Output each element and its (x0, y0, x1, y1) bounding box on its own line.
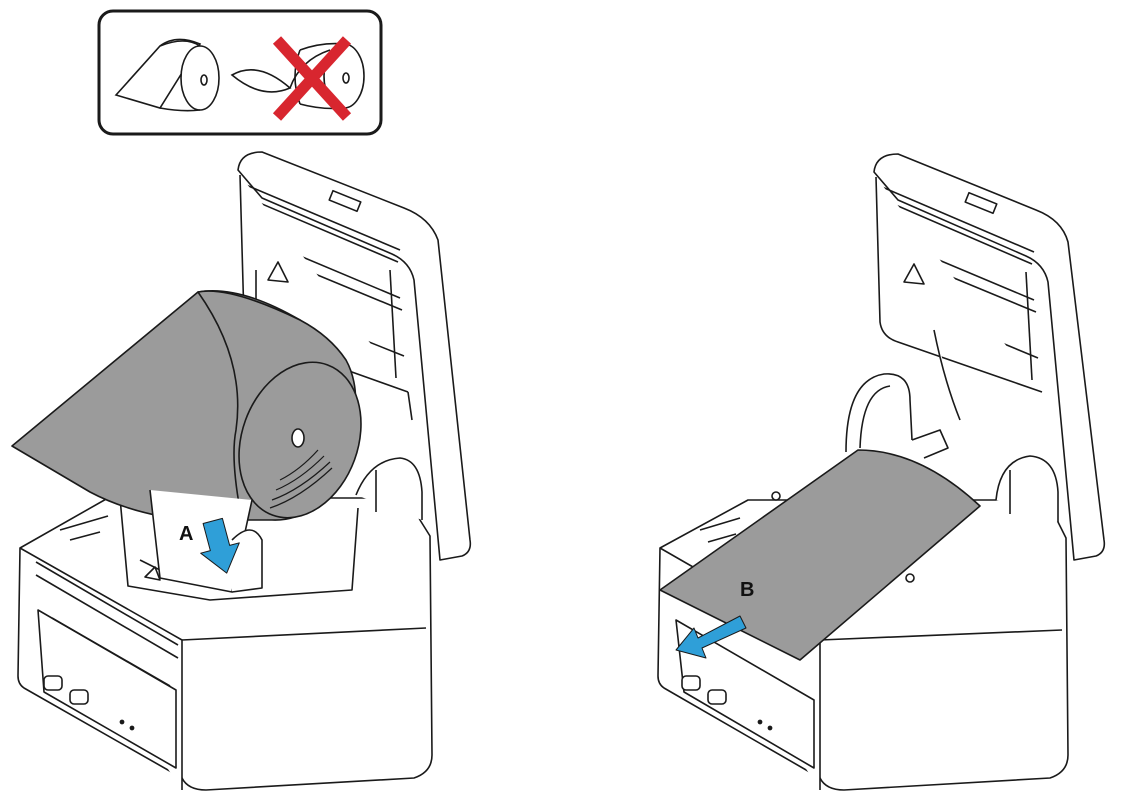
step-b-label: B (740, 579, 755, 601)
paper-roll-correct-icon (114, 38, 220, 112)
printer-right-paper-fed (657, 153, 1106, 791)
step-a-label: A (179, 523, 194, 545)
printer-right-lid (873, 153, 1106, 561)
arrow-b-icon (675, 615, 747, 659)
paper-roll-left (11, 290, 362, 593)
paper-sheet-right (659, 449, 981, 661)
paper-roll-orientation-legend (97, 9, 383, 136)
printer-left-loading-roll (11, 151, 472, 791)
arrow-a-icon (200, 517, 240, 574)
cross-icon (272, 36, 352, 121)
printer-right-body (657, 373, 1069, 791)
